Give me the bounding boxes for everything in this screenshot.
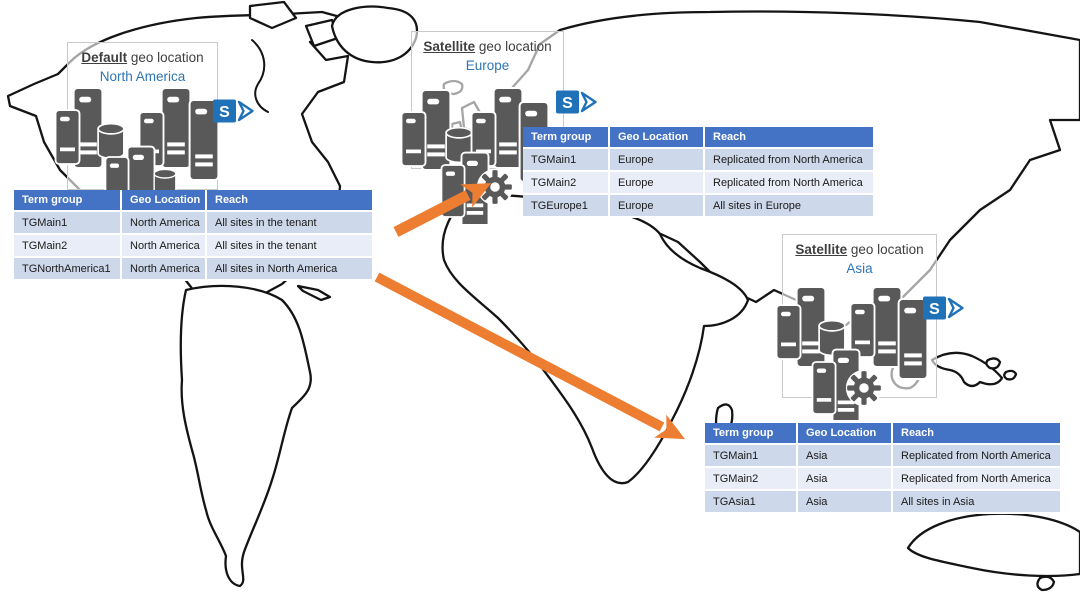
geo-location-name: Europe [465, 58, 510, 73]
table-header-row: Term group Geo Location Reach [14, 190, 374, 212]
map-island [1003, 369, 1018, 381]
map-cuba [296, 284, 332, 302]
geo-kind-label: Satellite [795, 242, 848, 257]
table-row: TGMain1 Europe Replicated from North Ame… [523, 149, 875, 172]
table-cell: TGMain2 [705, 468, 798, 491]
table-cell: All sites in North America [207, 258, 374, 281]
table-row: TGMain1 North America All sites in the t… [14, 212, 374, 235]
table-cell: Asia [798, 445, 893, 468]
gear-icon [476, 168, 514, 206]
server-icon [492, 86, 524, 170]
column-header: Reach [705, 127, 875, 149]
geo-location-name: North America [99, 69, 186, 84]
table-cell: Europe [610, 149, 705, 172]
server-icon [811, 361, 837, 415]
geo-kind-line: Satellite geo location [412, 39, 563, 54]
table-cell: North America [122, 258, 207, 281]
table-cell: Europe [610, 172, 705, 195]
sharepoint-chevron-icon [237, 100, 254, 122]
sharepoint-letter: S [562, 95, 573, 112]
map-island [985, 357, 1002, 370]
server-icon [54, 108, 81, 166]
table-cell: Europe [610, 195, 705, 218]
table-cell: Replicated from North America [893, 445, 1062, 468]
server-icon [160, 86, 192, 170]
table-cell: TGAsia1 [705, 491, 798, 514]
table-cell: TGMain2 [523, 172, 610, 195]
map-new-zealand [1036, 575, 1056, 592]
geo-location-name: Asia [846, 261, 873, 276]
geo-kind-suffix: geo location [847, 242, 924, 257]
table-row: TGMain1 Asia Replicated from North Ameri… [705, 445, 1062, 468]
sharepoint-chevron-icon [947, 297, 964, 319]
geo-kind-label: Satellite [423, 39, 476, 54]
geo-kind-suffix: geo location [475, 39, 552, 54]
server-icon [400, 110, 427, 168]
table-row: TGNorthAmerica1 North America All sites … [14, 258, 374, 281]
table-row: TGAsia1 Asia All sites in Asia [705, 491, 1062, 514]
column-header: Reach [207, 190, 374, 212]
table-cell: All sites in Asia [893, 491, 1062, 514]
map-hudson-bay [251, 39, 269, 113]
sharepoint-chevron-icon [580, 91, 597, 113]
term-group-table-asia: Term group Geo Location Reach TGMain1 As… [705, 423, 1062, 514]
table-cell: Replicated from North America [893, 468, 1062, 491]
table-cell: Asia [798, 468, 893, 491]
table-cell: All sites in the tenant [207, 212, 374, 235]
table-cell: TGNorthAmerica1 [14, 258, 122, 281]
table-cell: TGMain1 [14, 212, 122, 235]
geo-kind-suffix: geo location [127, 50, 204, 65]
geo-kind-label: Default [81, 50, 128, 65]
table-cell: TGMain2 [14, 235, 122, 258]
sharepoint-icon: S [923, 296, 964, 320]
term-group-table-europe: Term group Geo Location Reach TGMain1 Eu… [523, 127, 875, 218]
table-cell: Replicated from North America [705, 172, 875, 195]
table-cell: Replicated from North America [705, 149, 875, 172]
table-cell: TGMain1 [523, 149, 610, 172]
table-header-row: Term group Geo Location Reach [705, 423, 1062, 445]
gear-icon [845, 369, 883, 407]
table-cell: North America [122, 212, 207, 235]
column-header: Geo Location [798, 423, 893, 445]
column-header: Geo Location [610, 127, 705, 149]
table-cell: All sites in the tenant [207, 235, 374, 258]
table-row: TGEurope1 Europe All sites in Europe [523, 195, 875, 218]
geo-kind-line: Satellite geo location [783, 242, 936, 257]
sharepoint-letter: S [219, 104, 230, 121]
column-header: Term group [14, 190, 122, 212]
map-new-guinea [930, 351, 1004, 388]
column-header: Geo Location [122, 190, 207, 212]
column-header: Reach [893, 423, 1062, 445]
term-group-table-north-america: Term group Geo Location Reach TGMain1 No… [14, 190, 374, 281]
map-greenland [330, 5, 419, 64]
column-header: Term group [705, 423, 798, 445]
table-cell: North America [122, 235, 207, 258]
sharepoint-icon: S [213, 99, 254, 123]
table-cell: TGMain1 [705, 445, 798, 468]
table-row: TGMain2 North America All sites in the t… [14, 235, 374, 258]
geo-kind-line: Default geo location [68, 50, 217, 65]
sharepoint-icon: S [556, 90, 597, 114]
sharepoint-letter: S [929, 301, 940, 318]
table-header-row: Term group Geo Location Reach [523, 127, 875, 149]
table-cell: TGEurope1 [523, 195, 610, 218]
map-arctic-island [248, 0, 298, 30]
table-cell: All sites in Europe [705, 195, 875, 218]
table-cell: Asia [798, 491, 893, 514]
column-header: Term group [523, 127, 610, 149]
server-icon [871, 285, 903, 369]
server-icon [775, 303, 802, 361]
server-icon [440, 164, 466, 218]
table-row: TGMain2 Europe Replicated from North Ame… [523, 172, 875, 195]
database-icon [97, 122, 125, 160]
map-south-america [179, 284, 312, 588]
map-australia [906, 512, 1080, 578]
table-row: TGMain2 Asia Replicated from North Ameri… [705, 468, 1062, 491]
